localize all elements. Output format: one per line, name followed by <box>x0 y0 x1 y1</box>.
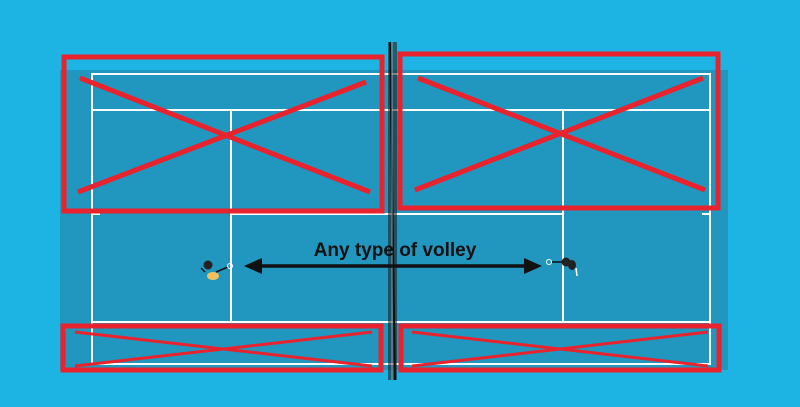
right-player <box>546 257 578 277</box>
volley-double-arrow <box>244 258 542 274</box>
right-bottom-alley-excluded <box>398 323 722 373</box>
arrow-head-right <box>524 258 542 274</box>
net <box>388 41 397 381</box>
annotation-label: Any type of volley <box>313 240 477 261</box>
excluded-zones <box>60 51 722 373</box>
left-bottom-alley-excluded <box>60 323 384 373</box>
left-player <box>200 260 233 280</box>
left-back-court-excluded <box>61 54 385 214</box>
arrow-head-left <box>244 258 262 274</box>
right-back-court-excluded <box>397 51 721 211</box>
